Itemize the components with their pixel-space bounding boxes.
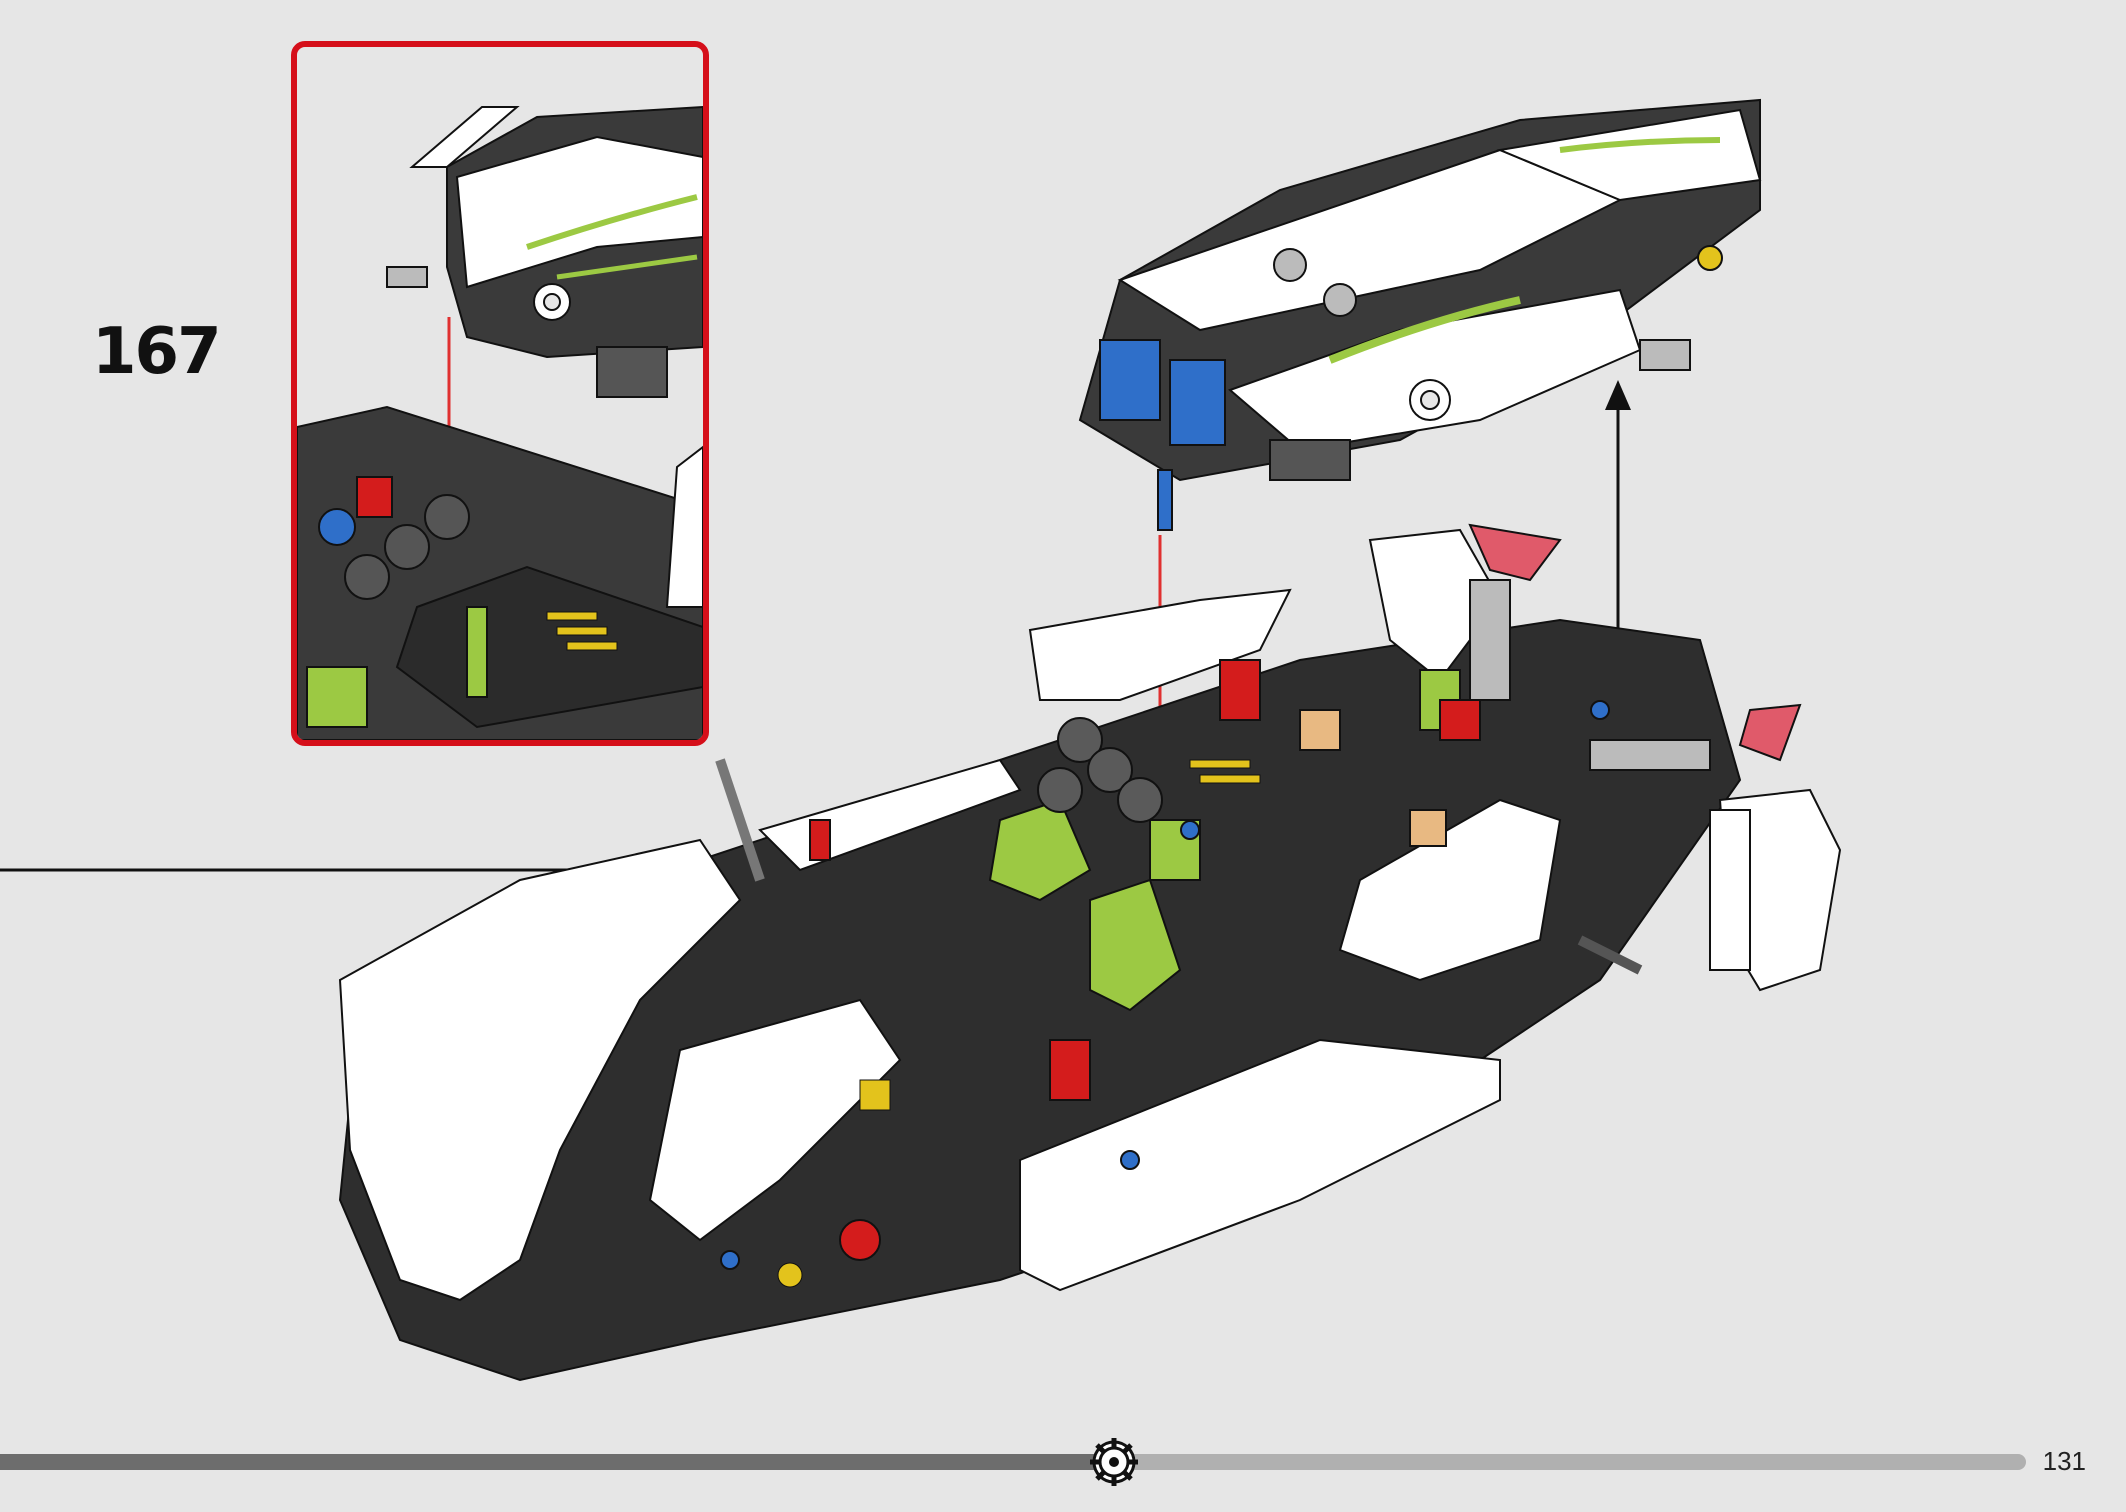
callout-illustration xyxy=(297,105,703,740)
callout-upper-assembly xyxy=(386,105,703,398)
progress-fill xyxy=(0,1454,1114,1470)
gear-icon xyxy=(1090,1438,1138,1486)
callout-lower-chassis xyxy=(297,405,703,740)
callout-box xyxy=(291,41,709,746)
sub-assembly xyxy=(1078,98,1762,531)
step-number: 167 xyxy=(92,315,222,389)
main-chassis xyxy=(338,523,1842,1382)
page-number: 131 xyxy=(2042,1446,2086,1476)
